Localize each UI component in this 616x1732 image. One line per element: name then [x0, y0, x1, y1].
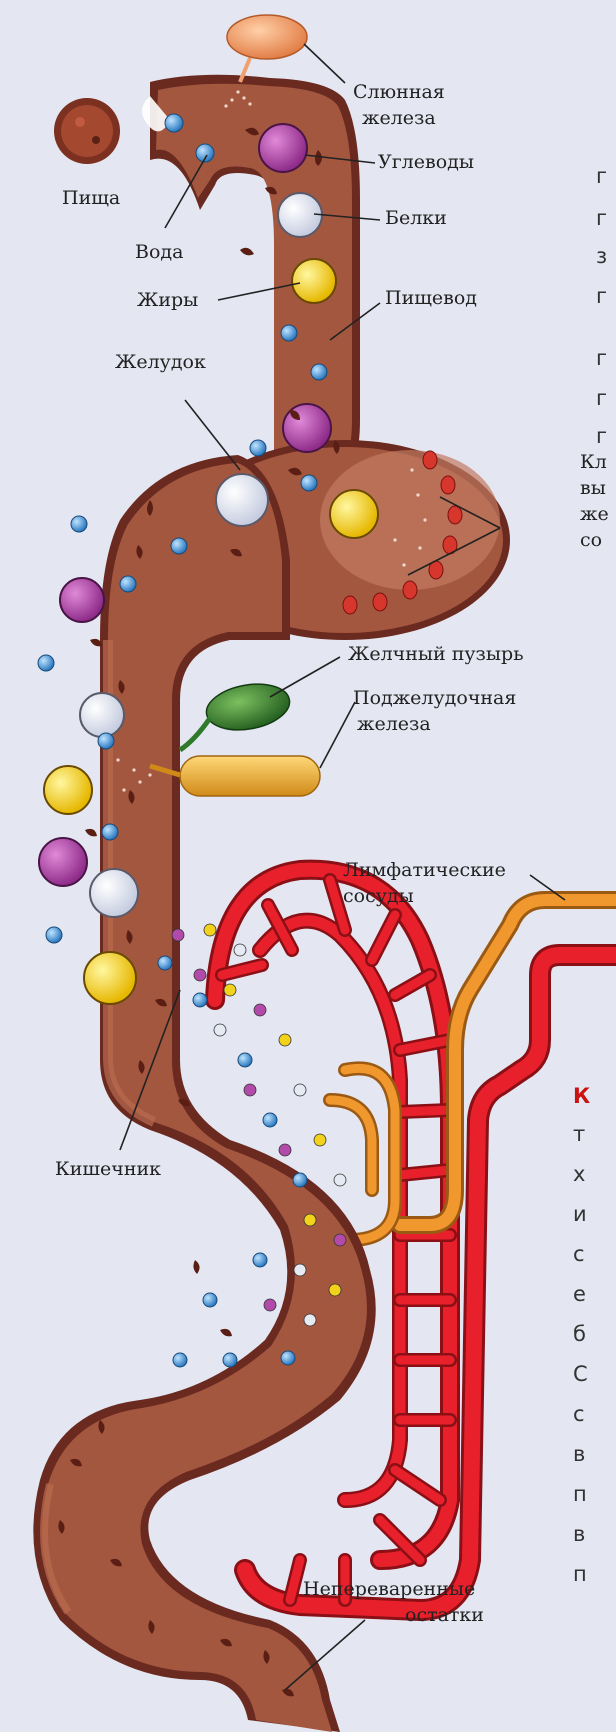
cutoff-top-7: г — [596, 418, 616, 454]
label-pancreas-l1: Поджелудочная — [353, 686, 516, 711]
cutoff-bottom-11: в — [573, 1516, 616, 1552]
cutoff-cells-l2: вы — [580, 476, 616, 501]
label-salivary-gland-l2: железа — [362, 106, 436, 131]
cutoff-bottom-bold: К — [573, 1078, 616, 1114]
cutoff-top-1: г — [596, 158, 616, 194]
cutoff-bottom-3: и — [573, 1196, 616, 1232]
label-esophagus: Пищевод — [385, 286, 477, 311]
label-food: Пища — [62, 186, 120, 211]
cutoff-bottom-9: в — [573, 1436, 616, 1472]
cutoff-bottom-2: х — [573, 1156, 616, 1192]
cutoff-bottom-7: С — [573, 1356, 616, 1392]
label-carbohydrates: Углеводы — [378, 150, 474, 175]
cutoff-bottom-12: п — [573, 1556, 616, 1592]
food-item — [54, 98, 120, 164]
cutoff-cells-l4: со — [580, 528, 616, 553]
cutoff-top-6: г — [596, 380, 616, 416]
cutoff-bottom-6: б — [573, 1316, 616, 1352]
label-gallbladder: Желчный пузырь — [348, 642, 524, 667]
label-undigested-l1: Непереваренные — [303, 1577, 475, 1602]
label-lymph-l1: Лимфатические — [343, 858, 506, 883]
label-fats: Жиры — [137, 288, 198, 313]
cutoff-bottom-5: е — [573, 1276, 616, 1312]
label-undigested-l2: остатки — [405, 1603, 484, 1628]
label-proteins: Белки — [385, 206, 447, 231]
cutoff-bottom-4: с — [573, 1236, 616, 1272]
cutoff-top-3: з — [596, 238, 616, 274]
cutoff-bottom-10: п — [573, 1476, 616, 1512]
label-water: Вода — [135, 240, 183, 265]
label-intestine: Кишечник — [55, 1157, 161, 1182]
label-stomach: Желудок — [115, 350, 206, 375]
label-salivary-gland-l1: Слюнная — [353, 80, 445, 105]
cutoff-cells-l3: же — [580, 502, 616, 527]
label-lymph-l2: сосуды — [343, 884, 414, 909]
cutoff-top-5: г — [596, 340, 616, 376]
cutoff-top-2: г — [596, 200, 616, 236]
label-pancreas-l2: железа — [357, 712, 431, 737]
cutoff-top-4: г — [596, 278, 616, 314]
cutoff-bottom-8: с — [573, 1396, 616, 1432]
cutoff-bottom-1: т — [573, 1116, 616, 1152]
